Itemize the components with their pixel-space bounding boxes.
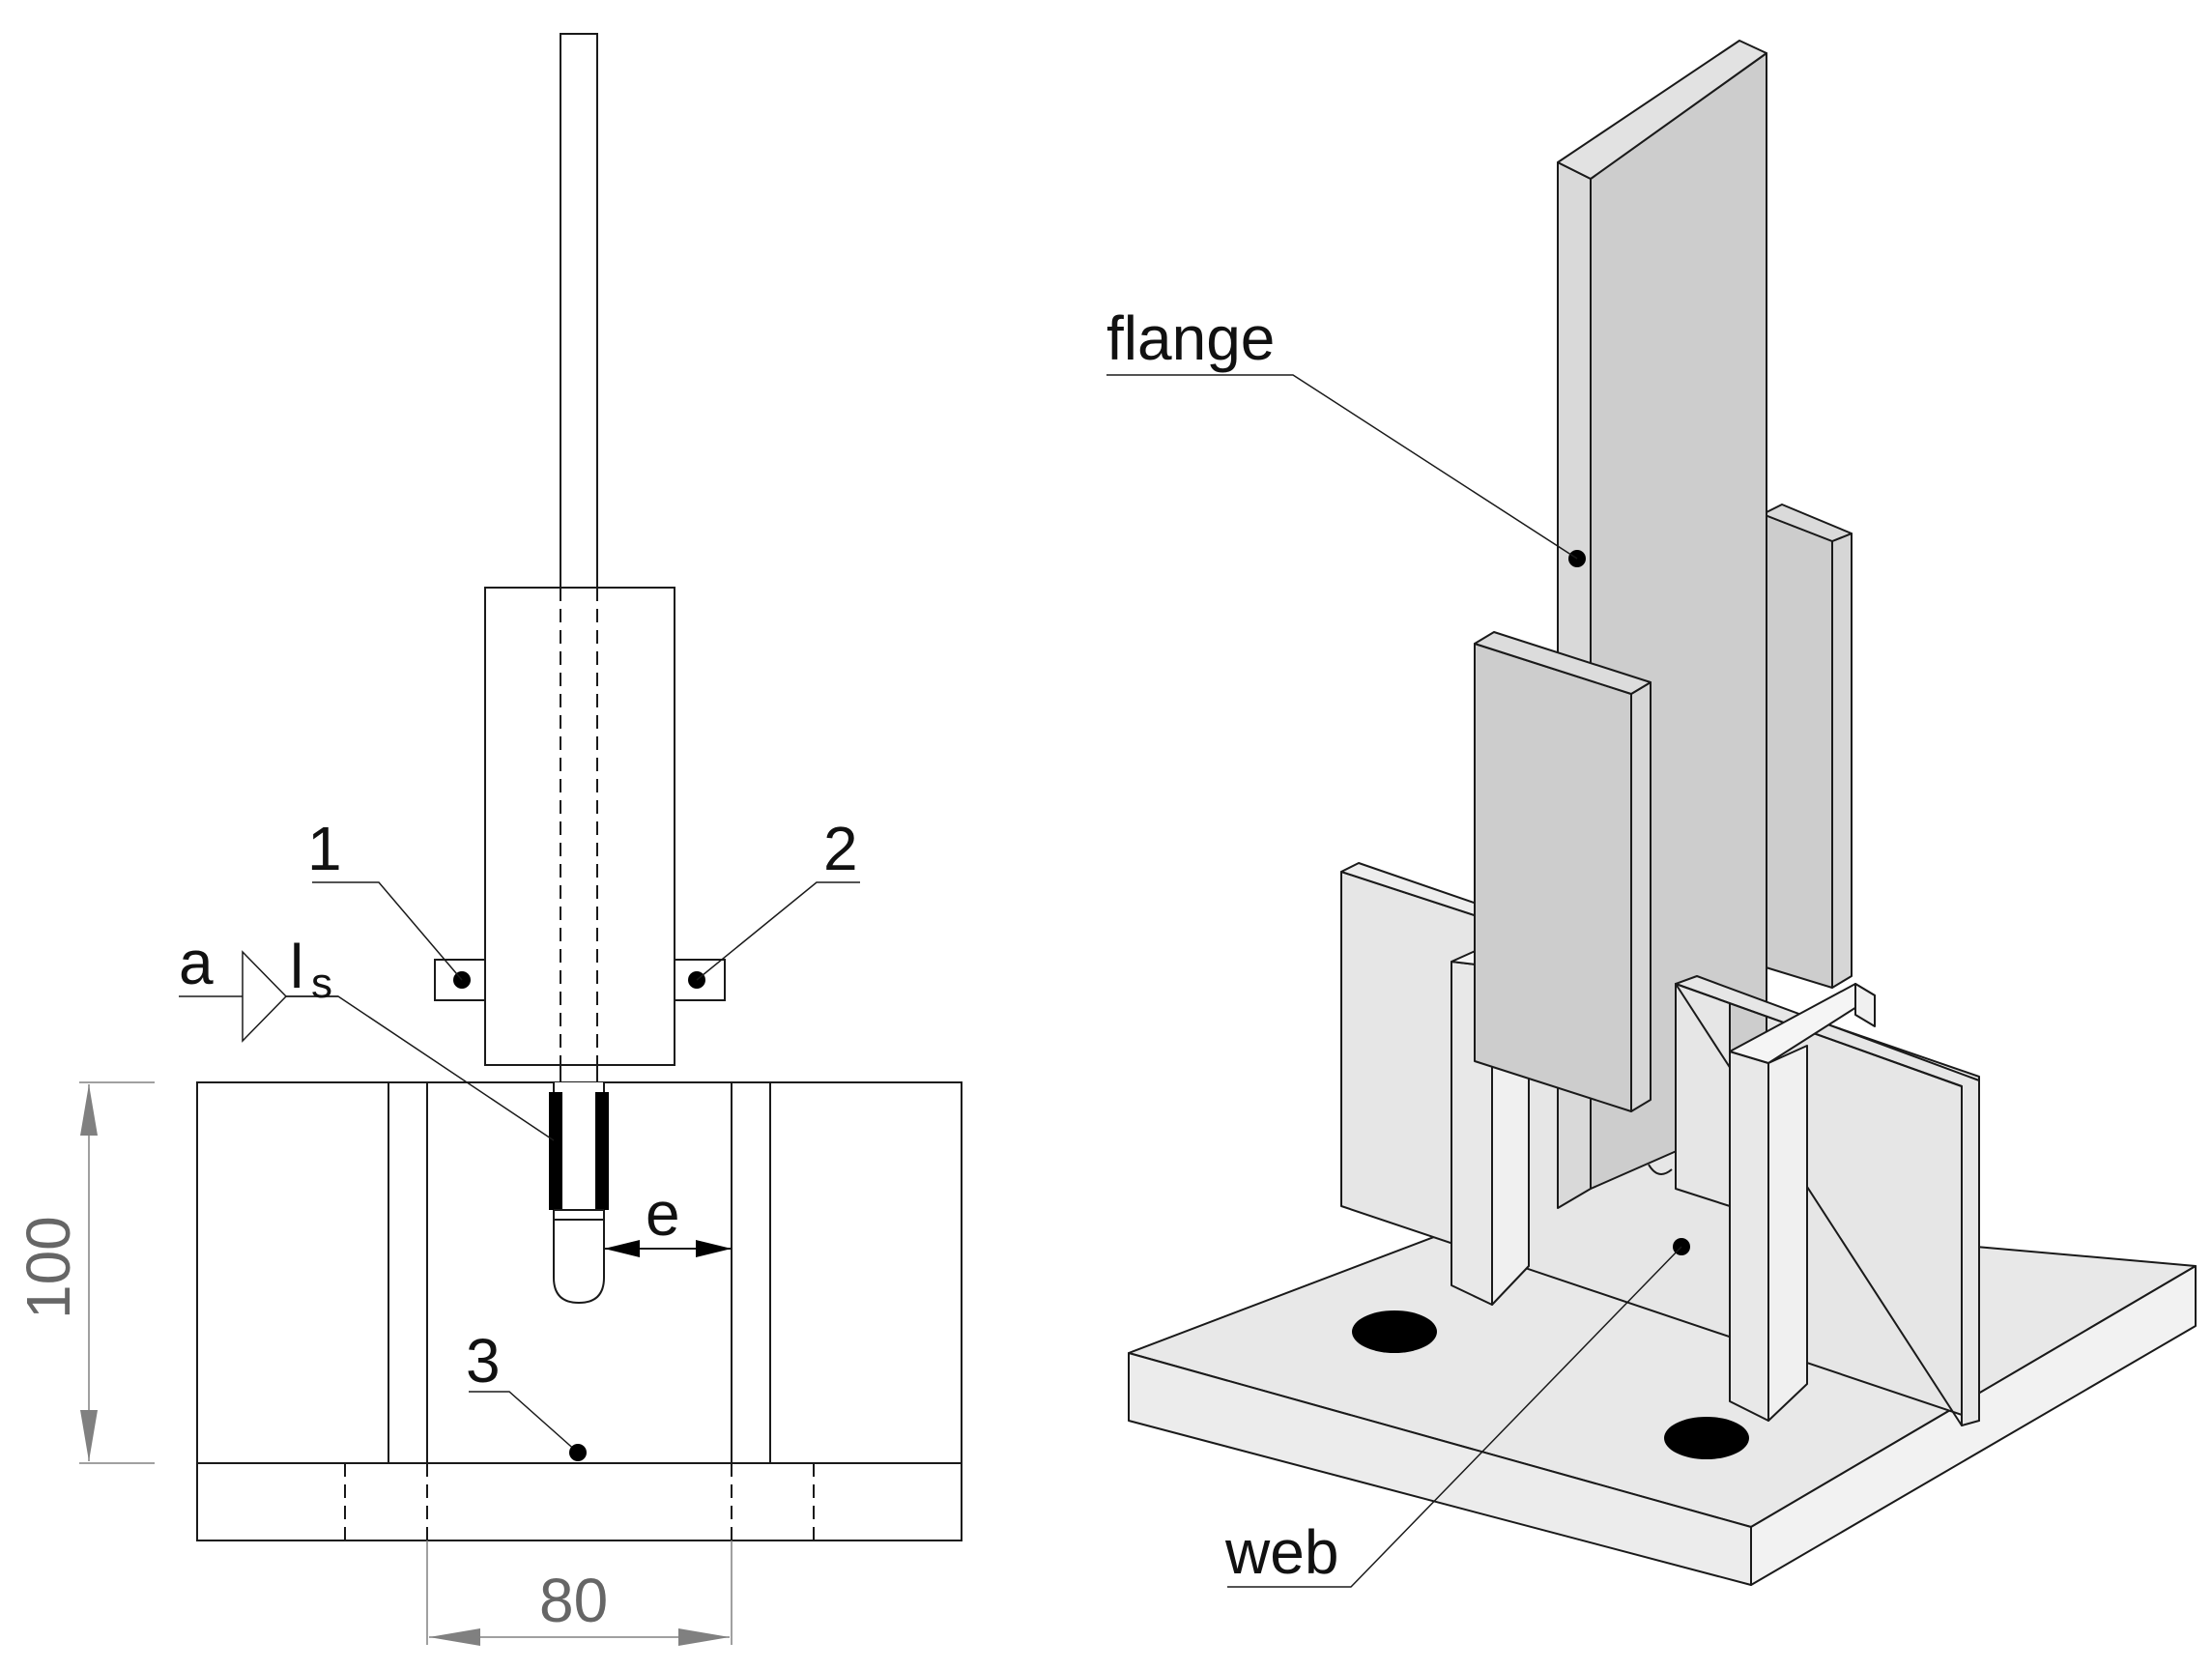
base-plate-right-side (1750, 1265, 2197, 1586)
dimension-80-text: 80 (539, 1566, 608, 1635)
label-weld-length: l (290, 932, 303, 1001)
dimension-80 (426, 1540, 733, 1646)
iso-stud (1648, 1164, 1673, 1175)
right-rib-side (1767, 1045, 1808, 1422)
dimension-100 (79, 1081, 155, 1464)
iso-view (1106, 40, 2197, 1588)
label-weld-a: a (179, 928, 214, 997)
right-rib-face (1729, 1051, 1769, 1422)
front-view-labels: 1 2 3 a l s e 100 80 (14, 814, 858, 1635)
label-weld-length-sub: s (311, 960, 332, 1007)
right-web-plate-front (1675, 983, 1963, 1426)
item-3-dot (569, 1444, 587, 1461)
slab-hidden-lines (344, 1463, 815, 1540)
weld-arrow-line (286, 995, 555, 1141)
iso-view-labels: flange web (1106, 303, 1338, 1587)
front-dark-plate-top (1474, 631, 1652, 695)
gap-e-arrow-right (696, 1240, 732, 1257)
label-gap-e: e (646, 1179, 680, 1249)
gap-e-arrow-left (604, 1240, 640, 1257)
flange-leader (1106, 374, 1578, 560)
weld-bead-left (549, 1092, 562, 1210)
base-slab (196, 1462, 962, 1541)
weld-bead-right (595, 1092, 609, 1210)
back-dark-plate-top (1762, 504, 1853, 542)
leader-1 (312, 881, 463, 981)
flange-top (1557, 40, 1767, 180)
leader-2 (696, 881, 860, 981)
label-web: web (1224, 1517, 1338, 1587)
instrument-1-box (434, 959, 486, 1001)
label-1: 1 (307, 814, 342, 883)
clamp-block (484, 587, 675, 1066)
back-dark-plate-face (1762, 513, 1833, 989)
front-dark-plate-face (1474, 643, 1632, 1112)
bolt-hole-left (1352, 1310, 1437, 1353)
weld-symbol-triangle (242, 950, 288, 1043)
front-view (79, 33, 962, 1646)
label-2: 2 (823, 814, 858, 883)
front-dark-plate-side (1630, 681, 1652, 1112)
dimension-100-text: 100 (14, 1216, 83, 1319)
bolt-hole-right (1664, 1417, 1749, 1459)
back-dark-plate-side (1831, 533, 1853, 989)
leader-3 (469, 1391, 579, 1454)
center-web-panel (1675, 983, 1731, 1207)
web-leader (1227, 1246, 1682, 1588)
label-3: 3 (466, 1326, 501, 1396)
stud-tip (553, 1082, 605, 1305)
label-flange: flange (1106, 303, 1275, 373)
right-rib-top-right (1854, 983, 1876, 1027)
